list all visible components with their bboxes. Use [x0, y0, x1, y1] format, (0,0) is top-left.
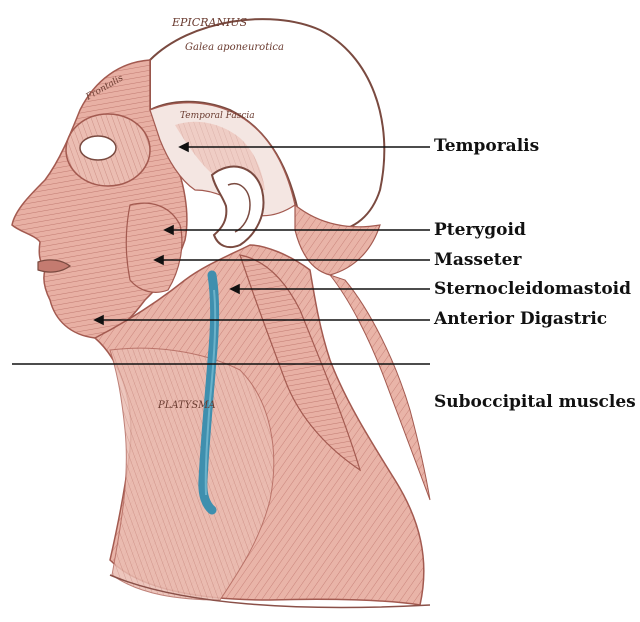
masseter-muscle: [126, 203, 182, 292]
label-anterior-digastric: Anterior Digastric: [434, 309, 607, 329]
label-masseter: Masseter: [434, 250, 521, 270]
label-suboccipital-muscles: Suboccipital muscles: [434, 392, 636, 412]
engraving-epicranius: EPICRANIUS: [171, 16, 248, 29]
label-temporalis: Temporalis: [434, 136, 539, 156]
engraving-temporal-fascia: Temporal Fascia: [180, 111, 255, 121]
engraving-galea: Galea aponeurotica: [185, 42, 284, 53]
engraving-platysma: PLATYSMA: [157, 400, 216, 411]
label-sternocleidomastoid: Sternocleidomastoid: [434, 279, 631, 299]
label-pterygoid: Pterygoid: [434, 220, 526, 240]
ear: [212, 167, 263, 248]
eye: [80, 136, 116, 160]
